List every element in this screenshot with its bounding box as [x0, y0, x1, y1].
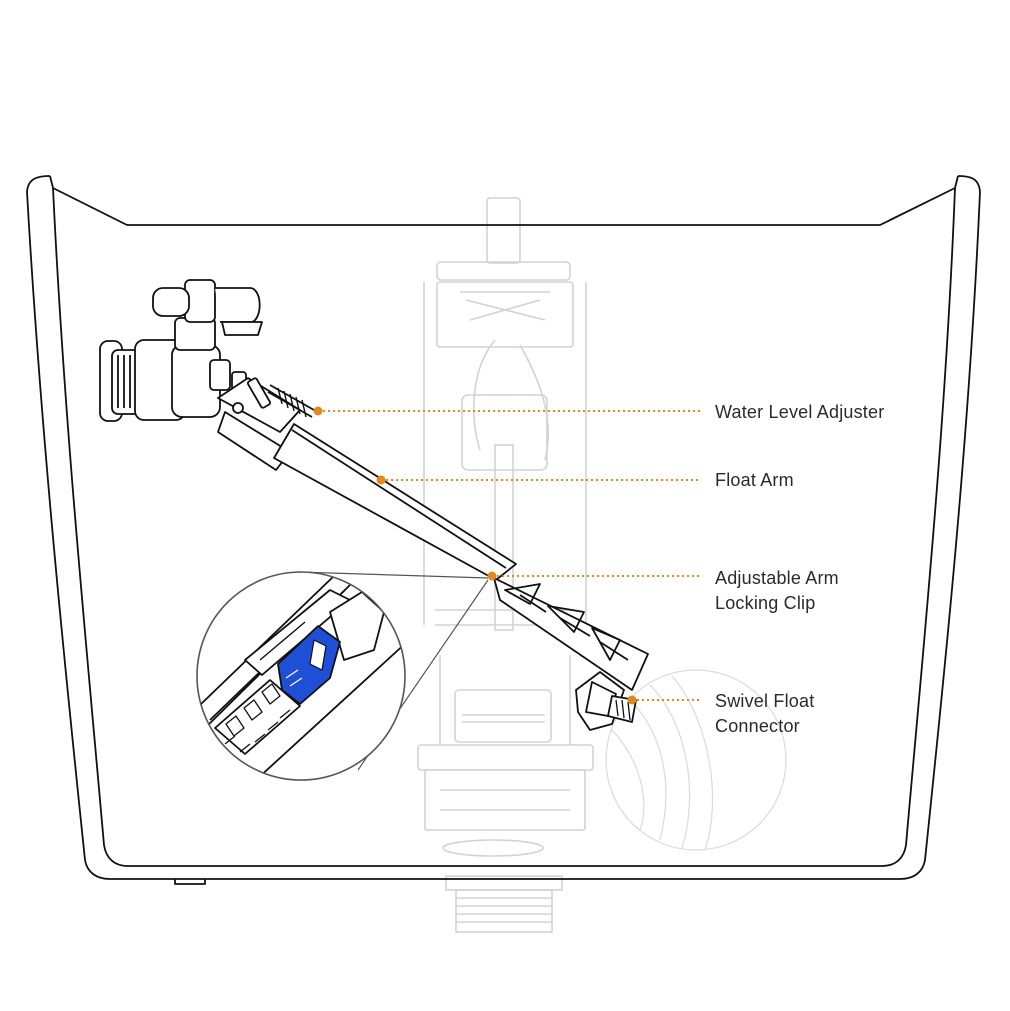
water-level-adjuster-text: Water Level Adjuster: [715, 402, 885, 422]
swivel-connector-text-line1: Swivel Float: [715, 691, 815, 711]
float-arm-dot: [376, 475, 386, 485]
locking-clip-dot: [487, 571, 497, 581]
water-level-adjuster-label: Water Level Adjuster: [715, 400, 884, 425]
float-ball-ghost: [605, 669, 787, 851]
fill-valve-head: [99, 279, 263, 422]
toilet-tank-outline: [26, 175, 981, 885]
locking-clip-text-line2: Locking Clip: [715, 593, 816, 613]
float-arm-label: Float Arm: [715, 468, 794, 493]
leader-dots: [313, 406, 637, 705]
locking-clip-text-line1: Adjustable Arm: [715, 568, 839, 588]
swivel-dot: [627, 695, 637, 705]
water-level-dot: [313, 406, 323, 416]
float-arm: [217, 377, 649, 691]
swivel-connector-label: Swivel Float Connector: [715, 689, 814, 739]
swivel-connector: [575, 671, 637, 731]
locking-clip-magnifier: [196, 571, 406, 781]
locking-clip-label: Adjustable Arm Locking Clip: [715, 566, 839, 616]
leader-lines: [318, 410, 700, 701]
float-arm-text: Float Arm: [715, 470, 794, 490]
swivel-connector-text-line2: Connector: [715, 716, 800, 736]
